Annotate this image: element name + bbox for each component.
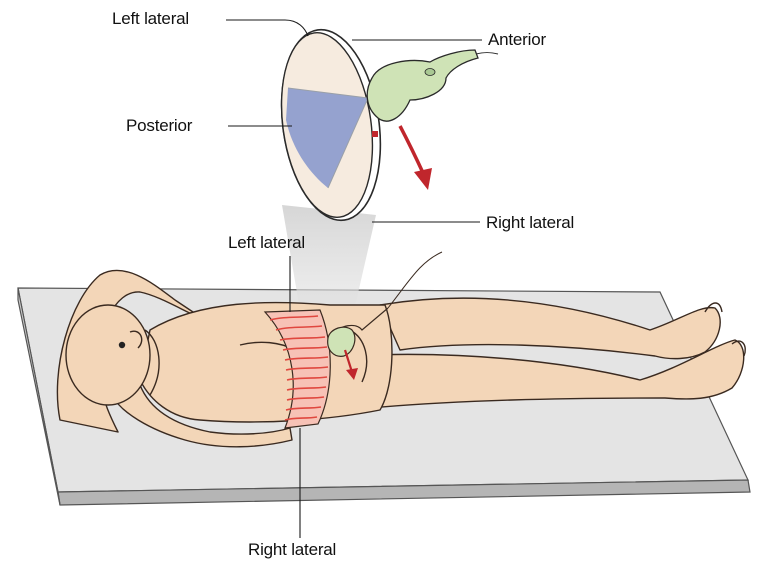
cross-section-disc xyxy=(270,23,392,226)
probe-marker xyxy=(372,131,378,137)
label-disc-left-lateral: Left lateral xyxy=(112,9,189,29)
head xyxy=(66,305,150,405)
label-disc-anterior: Anterior xyxy=(488,30,546,50)
ultrasound-probe xyxy=(367,50,498,121)
motion-arrow xyxy=(400,126,432,190)
label-body-left-lateral: Left lateral xyxy=(228,233,305,253)
label-disc-right-lateral: Right lateral xyxy=(486,213,574,233)
label-body-right-lateral: Right lateral xyxy=(248,540,336,560)
eye xyxy=(119,342,125,348)
probe-cable xyxy=(476,53,498,55)
label-disc-posterior: Posterior xyxy=(126,116,192,136)
torso xyxy=(140,303,392,422)
leader-disc-left-lateral xyxy=(226,20,308,36)
